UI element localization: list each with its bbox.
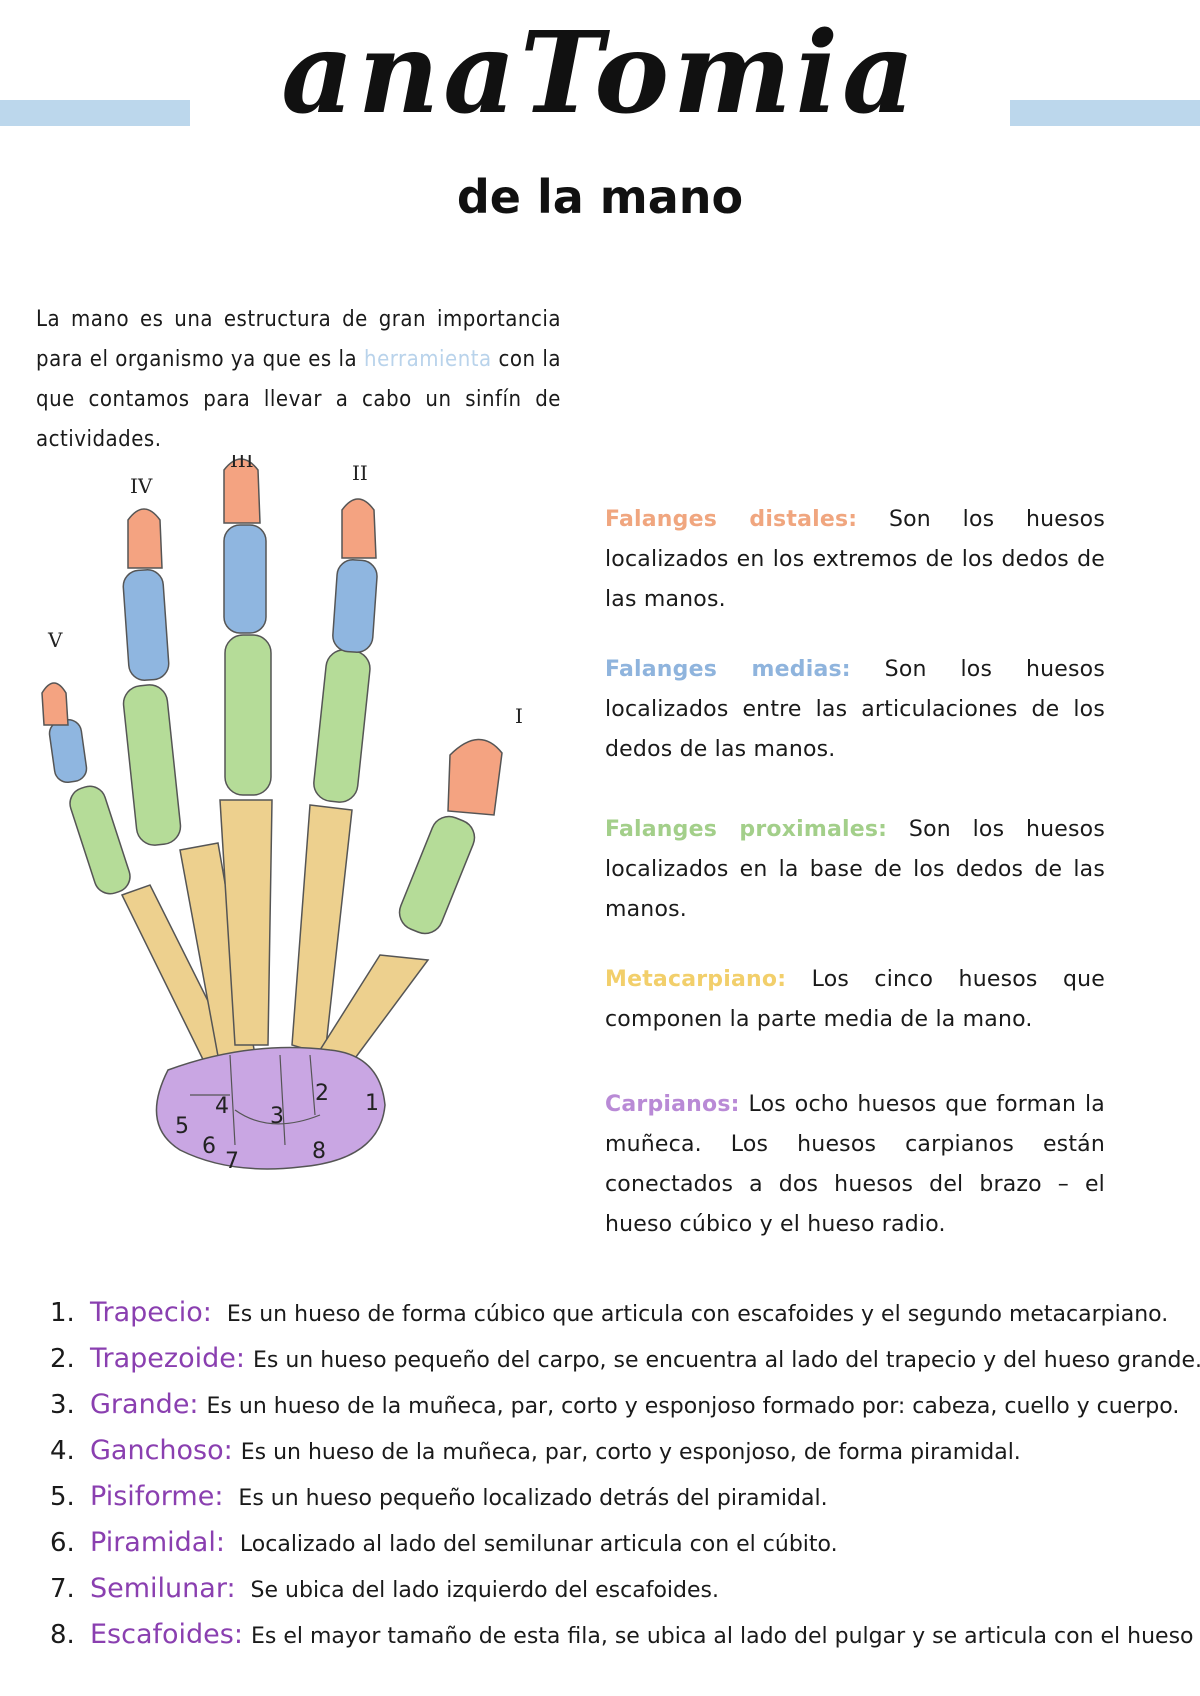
carpal-number-5: 5 <box>175 1114 189 1139</box>
list-number: 1. <box>50 1298 75 1328</box>
list-item: 4. Ganchoso: Es un hueso de la muñeca, par… <box>50 1428 1160 1474</box>
list-number: 3. <box>50 1390 75 1420</box>
intro-paragraph: La mano es una estructura de gran import… <box>36 300 561 460</box>
text-proximal: Son los huesos localizados en la base de… <box>605 817 1105 922</box>
intro-text-after: con la que contamos para llevar a cabo u… <box>36 347 562 452</box>
finger-ii <box>291 498 378 1056</box>
list-text: Localizado al lado del semilunar articul… <box>232 1532 838 1557</box>
list-text: Es un hueso de forma cúbico que articula… <box>219 1302 1169 1327</box>
term-middle: Falanges medias: <box>605 657 851 682</box>
carpal-bones <box>155 1046 386 1170</box>
finger-label-v: V <box>47 628 63 652</box>
list-item: 3. Grande: Es un hueso de la muñeca, par, … <box>50 1382 1179 1428</box>
list-number: 4. <box>50 1436 75 1466</box>
list-item: 1. Trapecio: Es un hueso de forma cúbico … <box>50 1290 1168 1336</box>
list-text: Es un hueso pequeño localizado detrás de… <box>231 1486 828 1511</box>
finger-label-i: I <box>515 704 523 728</box>
definition-proximal: Falanges proximales: Son los huesos loca… <box>605 810 1105 930</box>
title-decor-bar-right <box>1010 100 1200 126</box>
intro-text-before: La mano es una estructura de gran import… <box>36 307 561 372</box>
term-distal: Falanges distales: <box>605 507 858 532</box>
finger-i <box>318 738 503 1066</box>
term-proximal: Falanges proximales: <box>605 817 888 842</box>
list-number: 2. <box>50 1344 75 1374</box>
list-item: 5. Pisiforme: Es un hueso pequeño localiz… <box>50 1474 1160 1520</box>
list-number: 5. <box>50 1482 75 1512</box>
list-item: 2. Trapezoide: Es un hueso pequeño del car… <box>50 1336 1200 1382</box>
list-text: Es un hueso pequeño del carpo, se encuen… <box>252 1348 1200 1373</box>
list-term: Pisiforme: <box>90 1481 224 1512</box>
carpal-number-8: 8 <box>312 1139 326 1164</box>
carpal-bone-list: 1. Trapecio: Es un hueso de forma cúbico … <box>50 1290 1200 1658</box>
carpal-number-3: 3 <box>270 1104 284 1129</box>
list-item: 8. Escafoides: Es el mayor tamaño de esta … <box>50 1612 1194 1658</box>
carpal-number-6: 6 <box>202 1134 216 1159</box>
term-metacarpal: Metacarpiano: <box>605 967 787 992</box>
list-term: Piramidal: <box>90 1527 225 1558</box>
text-metacarpal: Los cinco huesos que componen la parte m… <box>605 967 1105 1032</box>
list-term: Trapezoide: <box>90 1343 245 1374</box>
definition-metacarpal: Metacarpiano: Los cinco huesos que compo… <box>605 960 1105 1040</box>
text-distal: Son los huesos localizados en los extrem… <box>605 507 1106 612</box>
list-number: 6. <box>50 1528 75 1558</box>
title-decor-bar-left <box>0 100 190 126</box>
list-term: Semilunar: <box>90 1573 236 1604</box>
list-text: Es un hueso de la muñeca, par, corto y e… <box>206 1394 1180 1419</box>
list-term: Escafoides: <box>90 1619 243 1650</box>
list-text: Es un hueso de la muñeca, par, corto y e… <box>240 1440 1021 1465</box>
finger-label-iv: IV <box>130 474 153 498</box>
finger-label-iii: III <box>230 455 254 472</box>
hand-skeleton-figure: V IV III II I 1 2 3 4 5 6 7 8 <box>41 455 523 1174</box>
definition-distal: Falanges distales: Son los huesos locali… <box>605 500 1105 620</box>
list-term: Grande: <box>90 1389 199 1420</box>
page-subtitle: de la mano <box>456 170 744 224</box>
definition-carpal: Carpianos: Los ocho huesos que forman la… <box>605 1085 1105 1245</box>
finger-iv <box>122 508 256 1068</box>
term-carpal: Carpianos: <box>605 1092 740 1117</box>
list-item: 6. Piramidal: Localizado al lado del semi… <box>50 1520 1160 1566</box>
carpal-number-1: 1 <box>365 1091 379 1116</box>
text-middle: Son los huesos localizados entre las art… <box>605 657 1105 762</box>
list-term: Trapecio: <box>90 1297 212 1328</box>
definition-middle: Falanges medias: Son los huesos localiza… <box>605 650 1105 770</box>
list-number: 8. <box>50 1620 75 1650</box>
list-text: Se ubica del lado izquierdo del escafoid… <box>243 1578 719 1603</box>
carpal-number-7: 7 <box>225 1149 239 1174</box>
finger-label-ii: II <box>352 461 368 485</box>
finger-iii <box>219 458 273 1046</box>
list-term: Ganchoso: <box>90 1435 233 1466</box>
list-number: 7. <box>50 1574 75 1604</box>
page-title: anaTomia <box>281 8 919 139</box>
list-text: Es el mayor tamaño de esta fila, se ubic… <box>250 1624 1194 1649</box>
list-item: 7. Semilunar: Se ubica del lado izquierdo… <box>50 1566 1160 1612</box>
text-carpal: Los ocho huesos que forman la muñeca. Lo… <box>605 1092 1105 1237</box>
intro-highlight: herramienta <box>364 347 492 372</box>
carpal-number-4: 4 <box>215 1094 229 1119</box>
carpal-number-2: 2 <box>315 1081 329 1106</box>
